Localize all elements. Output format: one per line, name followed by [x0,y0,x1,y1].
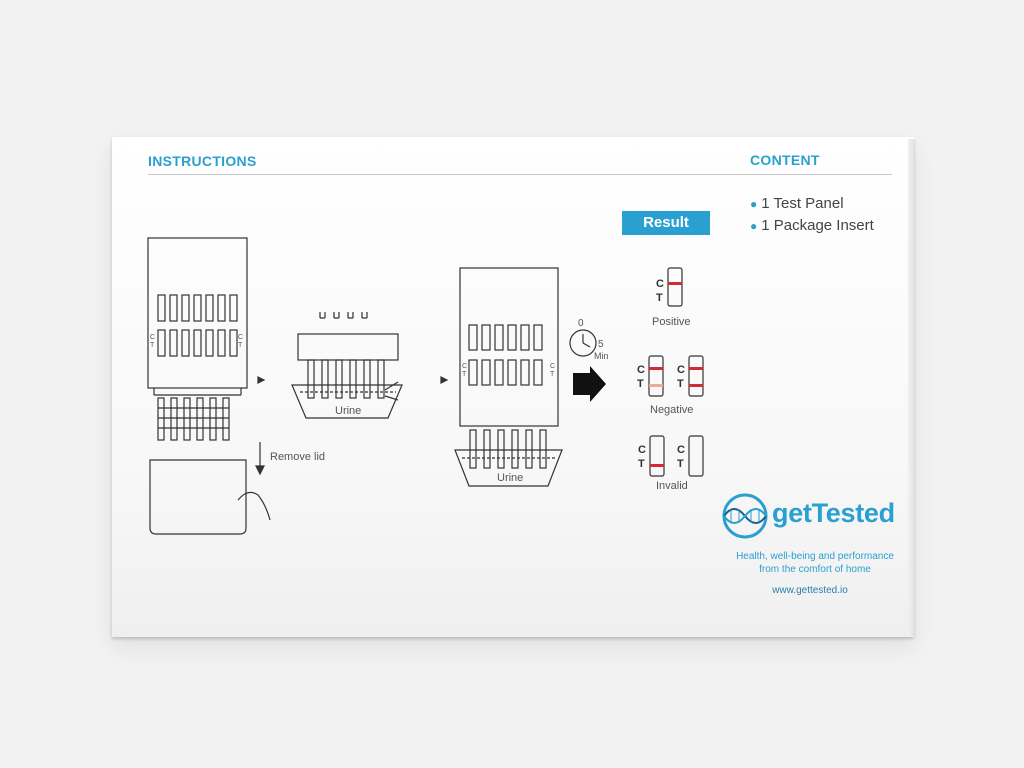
urine-label-2: Urine [497,472,524,484]
test-panel-2 [297,333,399,361]
step-arrow-2 [440,376,449,384]
negative-strip-b [688,355,704,397]
lid [149,459,247,535]
invalid-strip-a [649,435,665,477]
timer-five: 5 [598,339,604,350]
urine-cup-2 [454,449,563,487]
package-box [112,137,914,637]
invalid-strip-b [688,435,704,477]
brand-url: www.gettested.io [772,585,848,596]
positive-strip [667,267,683,307]
brand-tagline: Health, well-being and performance from … [736,551,894,575]
content-item: ●1 Package Insert [750,217,874,234]
bullet-icon: ● [750,219,758,233]
header-divider [148,174,892,175]
content-item: ●1 Test Panel [750,195,844,212]
timer-zero: 0 [578,318,584,329]
gettested-logo-icon [722,493,768,539]
result-lines [649,282,703,467]
panel-windows-bottom [157,329,238,357]
instructions-heading: INSTRUCTIONS [148,153,257,169]
remove-lid-label: Remove lid [270,451,326,463]
panel-windows-top [157,294,238,322]
timer-unit: Min [594,351,609,361]
test-panel-1 [147,237,248,389]
timer-icon [569,329,597,357]
urine-label-1: Urine [335,405,362,417]
panel-strips-2 [307,359,385,399]
panel-strips-1 [157,397,230,441]
big-arrow-icon [573,366,606,402]
content-list: ●1 Test Panel ●1 Package Insert [750,193,874,237]
positive-label: Positive [652,316,691,328]
package-box-edge [908,139,914,636]
result-badge: Result [622,211,710,235]
brand-logo-text: getTested [772,498,895,528]
invalid-label: Invalid [656,480,688,492]
negative-label: Negative [650,404,694,416]
content-heading: CONTENT [750,152,820,168]
urine-cup-1 [291,384,403,419]
negative-strip-a [648,355,664,397]
step-arrow-1 [257,376,266,384]
test-panel-3 [459,267,559,427]
bullet-icon: ● [750,197,758,211]
hand-icon [237,491,271,521]
panel-strips-3 [469,429,547,469]
